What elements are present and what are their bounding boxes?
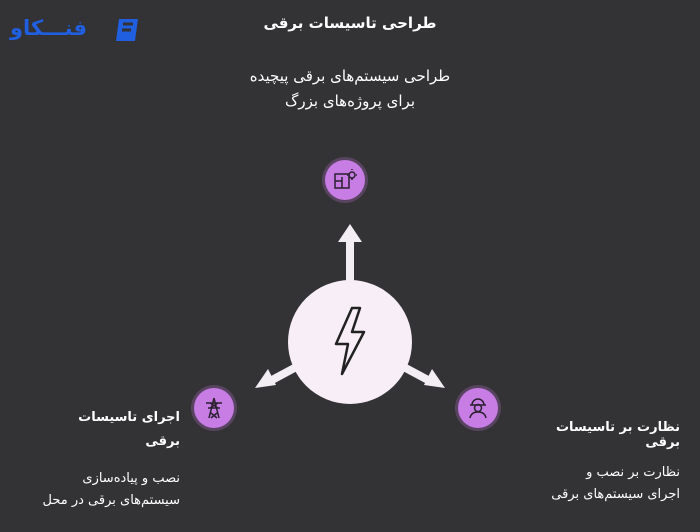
page-title: طراحی تاسیسات برقی [263, 14, 437, 32]
top-description: طراحی سیستم‌های برقی پیچیده برای پروژه‌ه… [190, 64, 510, 114]
left-desc-line1: نصب و پیاده‌سازی [82, 471, 180, 486]
top-desc-line1: طراحی سیستم‌های برقی پیچیده [249, 67, 451, 85]
right-description: نظارت بر نصب و اجرای سیستم‌های برقی [510, 462, 680, 506]
node-design[interactable] [325, 160, 365, 200]
arrow-up-shaft [346, 238, 354, 282]
left-title-line1: اجرای تاسیسات [78, 410, 180, 425]
brand-logo[interactable]: فنـــکاو [10, 12, 138, 48]
arrow-left-head [255, 369, 276, 388]
logo-text: فنـــکاو [10, 16, 88, 40]
left-description: نصب و پیاده‌سازی سیستم‌های برقی در محل [20, 468, 180, 512]
right-title: نظارت بر تاسیسات برقی [555, 420, 680, 450]
right-desc-line1: نظارت بر نصب و [586, 465, 680, 480]
blueprint-icon [334, 169, 357, 189]
power-tower-icon [206, 397, 222, 419]
right-desc-line2: اجرای سیستم‌های برقی [551, 487, 680, 502]
left-title-line2: برقی [145, 434, 180, 449]
left-desc-line2: سیستم‌های برقی در محل [42, 493, 180, 508]
logo-mark-icon [116, 19, 138, 41]
arrow-right-head [424, 369, 445, 388]
node-supervision[interactable] [458, 388, 498, 428]
top-desc-line2: برای پروژه‌های بزرگ [284, 92, 416, 110]
arrow-up-head [338, 224, 362, 242]
lightning-bolt-icon [334, 306, 366, 376]
engineer-icon [469, 398, 487, 419]
node-installation[interactable] [194, 388, 234, 428]
center-hub [288, 280, 412, 404]
left-title: اجرای تاسیسات برقی [20, 406, 180, 454]
